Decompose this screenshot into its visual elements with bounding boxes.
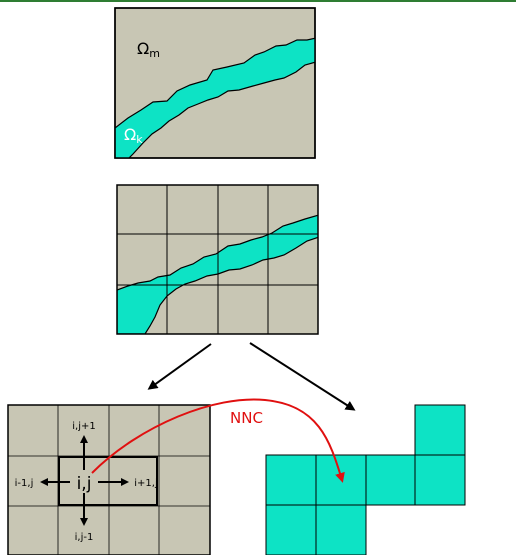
- fracture-domain-label: Ωk: [124, 125, 143, 146]
- cell-label-down: i,j-1: [75, 532, 94, 543]
- nnc-connection-arrow: [91, 398, 345, 483]
- cell-label-up: i,j+1: [72, 421, 95, 432]
- cell-label-right: i+1,j: [134, 478, 157, 489]
- fracture-cell: [414, 454, 466, 506]
- gridded-domain-panel: [116, 184, 319, 335]
- cell-label-center: i,j: [77, 474, 92, 494]
- coarse-grid-lines: [117, 185, 318, 334]
- arrow-to-matrix-grid: [147, 343, 212, 390]
- fracture-grid-panel: [265, 404, 466, 555]
- arrow-to-fracture-grid: [249, 342, 356, 411]
- top-border: [0, 0, 516, 2]
- fracture-cell: [315, 504, 367, 555]
- fracture-cell: [414, 404, 466, 456]
- fracture-region: [115, 37, 315, 158]
- fracture-cell: [265, 454, 317, 506]
- matrix-domain-label: Ωm: [137, 39, 160, 60]
- nnc-label: NNC: [230, 409, 263, 427]
- fracture-cell: [365, 454, 416, 506]
- fracture-cell: [265, 504, 317, 555]
- cell-label-left: i-1,j: [15, 478, 34, 489]
- continuous-domain-panel: Ωm Ωk: [114, 7, 316, 159]
- matrix-grid-panel: i,j i,j+1 i,j-1 i-1,j i+1,j: [7, 404, 211, 555]
